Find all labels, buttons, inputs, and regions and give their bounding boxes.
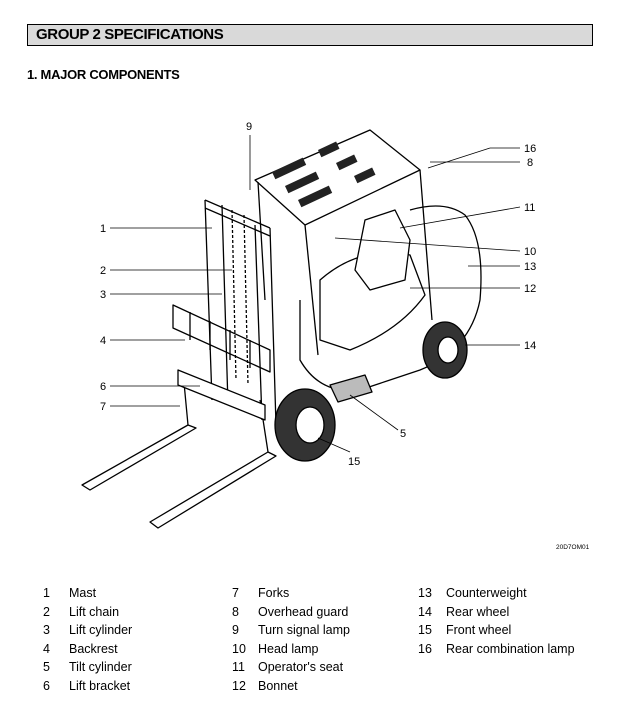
legend-item: 10 Head lamp xyxy=(232,642,350,661)
callout-11: 11 xyxy=(524,202,535,214)
legend-label: Mast xyxy=(69,586,97,600)
legend-number: 1 xyxy=(43,586,50,600)
leader-lines xyxy=(110,135,521,453)
callout-8: 8 xyxy=(527,157,533,169)
figure-code: 20D7OM01 xyxy=(556,544,590,551)
legend-label: Front wheel xyxy=(446,623,512,637)
legend-item: 16 Rear combination lamp xyxy=(418,642,575,661)
legend-number: 13 xyxy=(418,586,432,600)
callout-13: 13 xyxy=(524,261,536,273)
group-header-bar: GROUP 2 SPECIFICATIONS xyxy=(27,24,593,46)
callout-12: 12 xyxy=(524,283,536,295)
backrest xyxy=(172,304,271,373)
callout-3: 3 xyxy=(100,289,106,301)
legend-item: 4 Backrest xyxy=(43,642,132,661)
legend-label: Rear wheel xyxy=(446,604,510,619)
mast-rails xyxy=(204,199,277,426)
legend-number: 9 xyxy=(232,623,239,637)
legend-number: 4 xyxy=(43,641,50,656)
left-fork xyxy=(81,424,197,491)
legend-item: 6 Lift bracket xyxy=(43,679,132,698)
legend-number: 15 xyxy=(418,623,432,637)
legend-item: 1 Mast xyxy=(43,586,132,605)
right-fork xyxy=(149,451,277,529)
legend-item: 13 Counterweight xyxy=(418,586,575,605)
legend-number: 14 xyxy=(418,604,432,619)
legend-number: 2 xyxy=(43,604,50,619)
legend-item: 9 Turn signal lamp xyxy=(232,623,350,642)
legend-label: Operator's seat xyxy=(258,660,344,674)
legend-label: Overhead guard xyxy=(258,604,349,619)
legend-label: Turn signal lamp xyxy=(258,623,350,637)
legend-column-3: 13 Counterweight 14 Rear wheel 15 Front whe… xyxy=(418,586,575,660)
legend-number: 5 xyxy=(43,660,50,674)
callout-6: 6 xyxy=(100,381,106,393)
lift-chain xyxy=(231,209,249,386)
legend-label: Lift chain xyxy=(69,604,120,619)
legend-label: Head lamp xyxy=(258,641,319,656)
group-title: GROUP 2 SPECIFICATIONS xyxy=(36,26,224,43)
legend-column-1: 1 Mast 2 Lift chain 3 Lift cylinder 4 Backre… xyxy=(43,586,132,697)
legend-column-2: 7 Forks 8 Overhead guard 9 Turn signal lamp… xyxy=(232,586,350,697)
forklift-illustration xyxy=(81,129,482,529)
section-title: 1. MAJOR COMPONENTS xyxy=(27,67,180,82)
legend-item: 12 Bonnet xyxy=(232,679,350,698)
legend-item: 7 Forks xyxy=(232,586,350,605)
legend-number: 16 xyxy=(418,641,432,656)
legend-label: Forks xyxy=(258,586,290,600)
legend-number: 11 xyxy=(232,660,245,674)
legend-label: Backrest xyxy=(69,641,118,656)
legend-number: 10 xyxy=(232,641,246,656)
legend-number: 6 xyxy=(43,678,50,693)
callout-7: 7 xyxy=(100,401,106,413)
legend-item: 3 Lift cylinder xyxy=(43,623,132,642)
step-plate xyxy=(329,374,373,403)
legend-item: 15 Front wheel xyxy=(418,623,575,642)
legend-item: 2 Lift chain xyxy=(43,605,132,624)
legend-label: Lift bracket xyxy=(69,678,131,693)
legend-number: 7 xyxy=(232,586,239,600)
callout-9: 9 xyxy=(246,121,252,133)
legend-number: 12 xyxy=(232,678,246,693)
legend-item: 11 Operator's seat xyxy=(232,660,350,679)
legend-item: 5 Tilt cylinder xyxy=(43,660,132,679)
callout-14: 14 xyxy=(524,340,536,352)
callout-15: 15 xyxy=(348,456,360,468)
legend-number: 8 xyxy=(232,604,239,619)
callout-16: 16 xyxy=(524,143,536,155)
legend-label: Bonnet xyxy=(258,678,298,693)
callout-2: 2 xyxy=(100,265,106,277)
legend-label: Rear combination lamp xyxy=(446,641,575,656)
legend-label: Lift cylinder xyxy=(69,623,133,637)
callout-1: 1 xyxy=(100,223,106,235)
operator-seat xyxy=(354,209,411,291)
legend-item: 8 Overhead guard xyxy=(232,605,350,624)
lift-bracket xyxy=(177,369,266,421)
legend-number: 3 xyxy=(43,623,50,637)
legend-label: Tilt cylinder xyxy=(69,660,132,674)
legend-label: Counterweight xyxy=(446,586,527,600)
legend-item: 14 Rear wheel xyxy=(418,605,575,624)
callout-5: 5 xyxy=(400,428,406,440)
callout-4: 4 xyxy=(100,335,106,347)
callout-10: 10 xyxy=(524,246,536,258)
